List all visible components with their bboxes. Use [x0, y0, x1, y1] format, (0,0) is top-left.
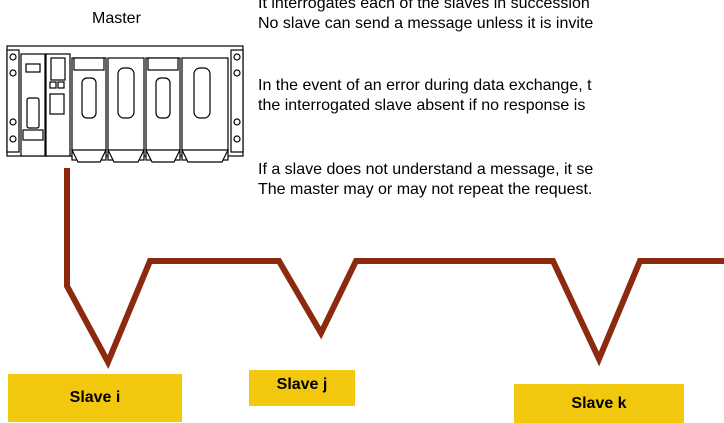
master-plc-rack-icon: [6, 45, 244, 163]
paragraph-line: It interrogates each of the slaves in su…: [258, 0, 590, 12]
paragraph-interrogation: It interrogates each of the slaves in su…: [258, 0, 593, 34]
slave-j-box: Slave j: [249, 370, 355, 406]
slave-label: Slave k: [571, 394, 627, 412]
paragraph-line: No slave can send a message unless it is…: [258, 15, 594, 32]
slave-i-box: Slave i: [8, 374, 182, 422]
paragraph-line: the interrogated slave absent if no resp…: [258, 97, 586, 114]
slave-k-box: Slave k: [514, 384, 684, 423]
paragraph-line: In the event of an error during data exc…: [258, 77, 592, 94]
paragraph-line: If a slave does not understand a message…: [258, 161, 594, 178]
bus-cable: [64, 168, 724, 369]
paragraph-line: The master may or may not repeat the req…: [258, 181, 593, 198]
master-label: Master: [92, 10, 141, 27]
slave-label: Slave i: [69, 389, 121, 406]
paragraph-error: In the event of an error during data exc…: [258, 76, 592, 116]
slave-label: Slave j: [276, 376, 328, 393]
paragraph-retry: If a slave does not understand a message…: [258, 160, 593, 200]
